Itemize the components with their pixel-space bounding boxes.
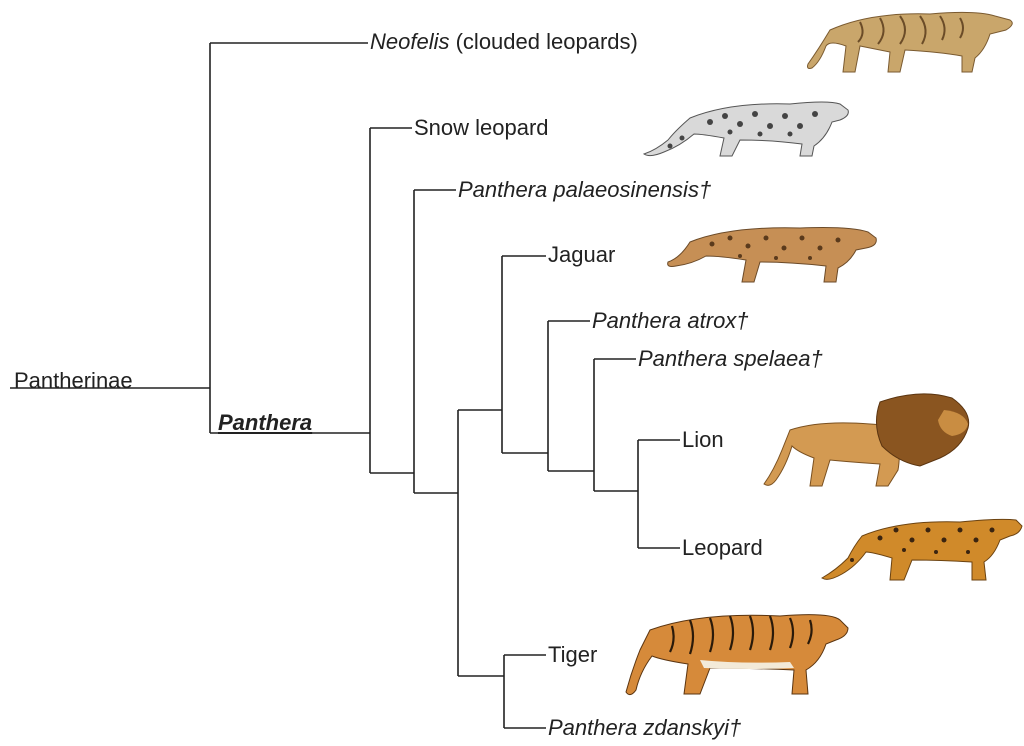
tiger-illustration: [626, 615, 848, 695]
label-neofelis-common: (clouded leopards): [456, 29, 638, 54]
label-panthera-palaeosinensis: Panthera palaeosinensis†: [458, 179, 711, 201]
label-panthera: Panthera: [218, 412, 312, 434]
label-leopard: Leopard: [682, 537, 763, 559]
snow-leopard-illustration: [644, 102, 848, 156]
label-tiger: Tiger: [548, 644, 597, 666]
label-jaguar: Jaguar: [548, 244, 615, 266]
jaguar-illustration: [668, 228, 877, 283]
label-snow-leopard: Snow leopard: [414, 117, 549, 139]
leopard-illustration: [822, 519, 1022, 580]
clouded-leopard-illustration: [808, 12, 1013, 72]
label-panthera-zdanskyi: Panthera zdanskyi†: [548, 717, 741, 739]
lion-illustration: [764, 394, 969, 486]
label-lion: Lion: [682, 429, 724, 451]
label-pantherinae: Pantherinae: [14, 370, 133, 392]
label-neofelis: Neofelis (clouded leopards): [370, 31, 638, 53]
label-panthera-spelaea: Panthera spelaea†: [638, 348, 823, 370]
label-panthera-atrox: Panthera atrox†: [592, 310, 749, 332]
label-neofelis-genus: Neofelis: [370, 29, 449, 54]
